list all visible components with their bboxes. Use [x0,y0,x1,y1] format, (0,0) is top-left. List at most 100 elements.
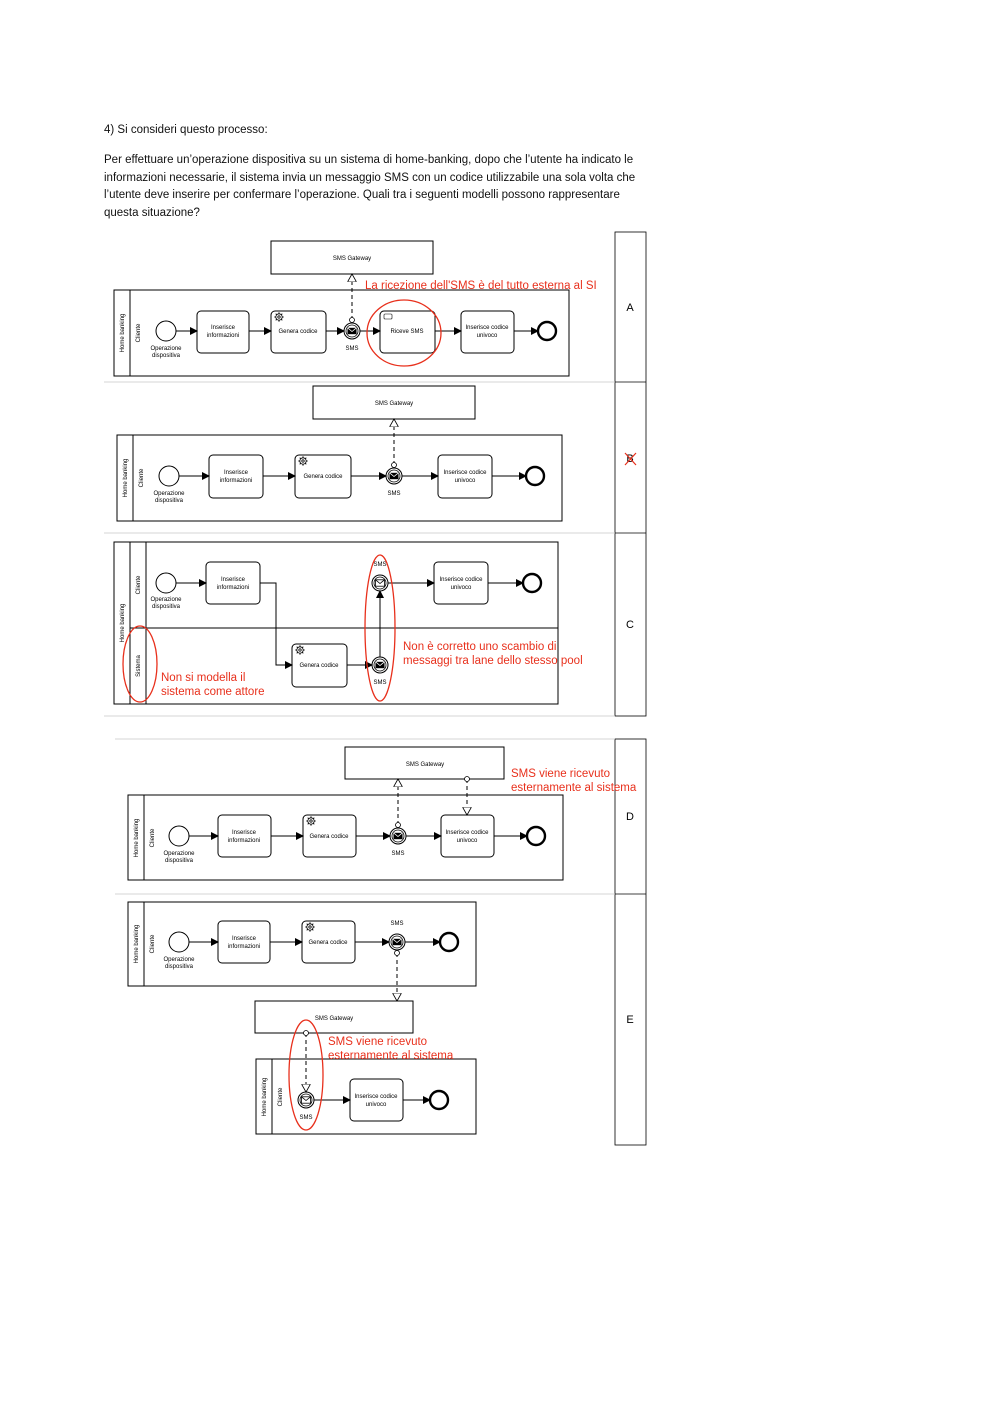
start-event [158,465,180,487]
option-a-label: A [626,302,634,314]
start-event [155,320,177,342]
svg-text:Cliente: Cliente [150,828,156,847]
start-event [155,572,177,594]
task-inserisce [217,814,272,858]
svg-text:Genera codice: Genera codice [308,940,348,946]
annotation-a: La ricezione dell'SMS è del tutto estern… [365,280,597,292]
svg-text:Genera codice: Genera codice [299,663,339,669]
svg-text:Home banking: Home banking [262,1078,268,1117]
end-event-1 [438,931,460,953]
lane-label: Cliente [136,323,142,342]
diagram-d: SMS Gateway Home banking Cliente Operazi… [127,746,637,881]
sms-gateway-label: SMS Gateway [333,256,371,262]
svg-text:Cliente: Cliente [278,1087,284,1106]
diagram-a: SMS Gateway Home banking Cliente Operazi… [113,240,597,377]
svg-text:Inserisce codice: Inserisce codice [439,577,483,583]
svg-text:SMS: SMS [390,921,403,927]
svg-text:dispositiva: dispositiva [165,858,194,864]
annotation-d-1: SMS viene ricevuto [511,768,610,780]
end-event [521,572,543,594]
question-title: 4) Si consideri questo processo: [104,124,268,136]
diagram-c: Home banking Cliente Sistema Operazione … [113,541,583,705]
svg-text:SMS: SMS [345,346,358,352]
svg-text:univoco: univoco [477,333,498,339]
task-inserisce [208,454,264,499]
svg-text:Inserisce codice: Inserisce codice [354,1094,398,1100]
svg-text:Operazione: Operazione [150,346,182,352]
annotation-c-actor-2: sistema come attore [161,686,265,698]
svg-text:Home banking: Home banking [134,819,140,858]
svg-text:SMS: SMS [391,851,404,857]
svg-text:SMS: SMS [387,491,400,497]
svg-text:SMS Gateway: SMS Gateway [406,762,444,768]
svg-text:SMS Gateway: SMS Gateway [315,1016,353,1022]
separators [104,381,615,895]
diagram-e: Home banking Cliente Operazione disposit… [127,901,477,1135]
svg-text:informazioni: informazioni [220,478,252,484]
annotation-c-lanes-2: messaggi tra lane dello stesso pool [403,655,583,667]
svg-text:Inserisce codice: Inserisce codice [465,325,509,331]
svg-text:Inserisce: Inserisce [232,936,257,942]
svg-text:Operazione: Operazione [153,491,185,497]
svg-text:informazioni: informazioni [207,333,239,339]
svg-text:informazioni: informazioni [228,944,260,950]
svg-text:Inserisce codice: Inserisce codice [443,470,487,476]
svg-text:Sistema: Sistema [136,655,142,677]
diagram-b: SMS Gateway Home banking Cliente Operazi… [116,385,563,522]
svg-text:univoco: univoco [457,838,478,844]
answer-column [614,231,647,1146]
task-codice [437,454,493,499]
end-event [525,825,547,847]
option-c-label: C [626,619,634,631]
sms-gateway-pool [254,1000,414,1034]
svg-text:Cliente: Cliente [150,934,156,953]
option-d-label: D [626,811,634,823]
svg-text:Inserisce: Inserisce [221,577,246,583]
end-event [524,465,546,487]
svg-text:Home banking: Home banking [134,925,140,964]
svg-text:SMS: SMS [373,562,386,568]
svg-text:informazioni: informazioni [228,838,260,844]
sms-gateway-pool [344,746,505,780]
svg-text:Inserisce codice: Inserisce codice [445,830,489,836]
svg-text:univoco: univoco [451,585,472,591]
option-b-strike [624,452,637,466]
task-codice [433,561,489,605]
svg-text:SMS: SMS [299,1115,312,1121]
svg-text:Genera codice: Genera codice [278,329,318,335]
svg-text:Genera codice: Genera codice [303,474,343,480]
option-e-label: E [626,1014,633,1026]
svg-text:informazioni: informazioni [217,585,249,591]
annotation-c-actor-1: Non si modella il [161,672,245,684]
sms-gateway-pool [312,385,476,420]
svg-text:Cliente: Cliente [136,575,142,594]
start-event [168,825,190,847]
svg-text:Inserisce: Inserisce [224,470,249,476]
end-event-2 [428,1089,450,1111]
sms-gateway-pool [270,240,434,275]
task-inserisce [205,561,261,605]
pool-label: Home banking [120,314,126,353]
svg-text:SMS: SMS [373,680,386,686]
svg-text:Operazione: Operazione [163,851,195,857]
annotation-c-lanes-1: Non è corretto uno scambio di [403,641,556,653]
annotation-d-2: esternamente al sistema [511,782,637,794]
svg-text:Inserisce: Inserisce [232,830,257,836]
svg-text:Operazione: Operazione [163,957,195,963]
svg-text:univoco: univoco [455,478,476,484]
end-event [536,320,558,342]
svg-text:Genera codice: Genera codice [309,834,349,840]
task-codice [460,310,515,354]
svg-text:SMS Gateway: SMS Gateway [375,401,413,407]
svg-text:Cliente: Cliente [139,468,145,487]
task-inserisce [196,310,250,354]
task-codice [440,814,495,858]
annotation-e-1: SMS viene ricevuto [328,1036,427,1048]
svg-text:dispositiva: dispositiva [152,353,181,359]
question-text: Per effettuare un’operazione dispositiva… [104,154,636,219]
svg-text:Riceve SMS: Riceve SMS [390,329,423,335]
svg-text:Operazione: Operazione [150,597,182,603]
svg-text:Home banking: Home banking [123,459,129,498]
svg-text:univoco: univoco [366,1102,387,1108]
